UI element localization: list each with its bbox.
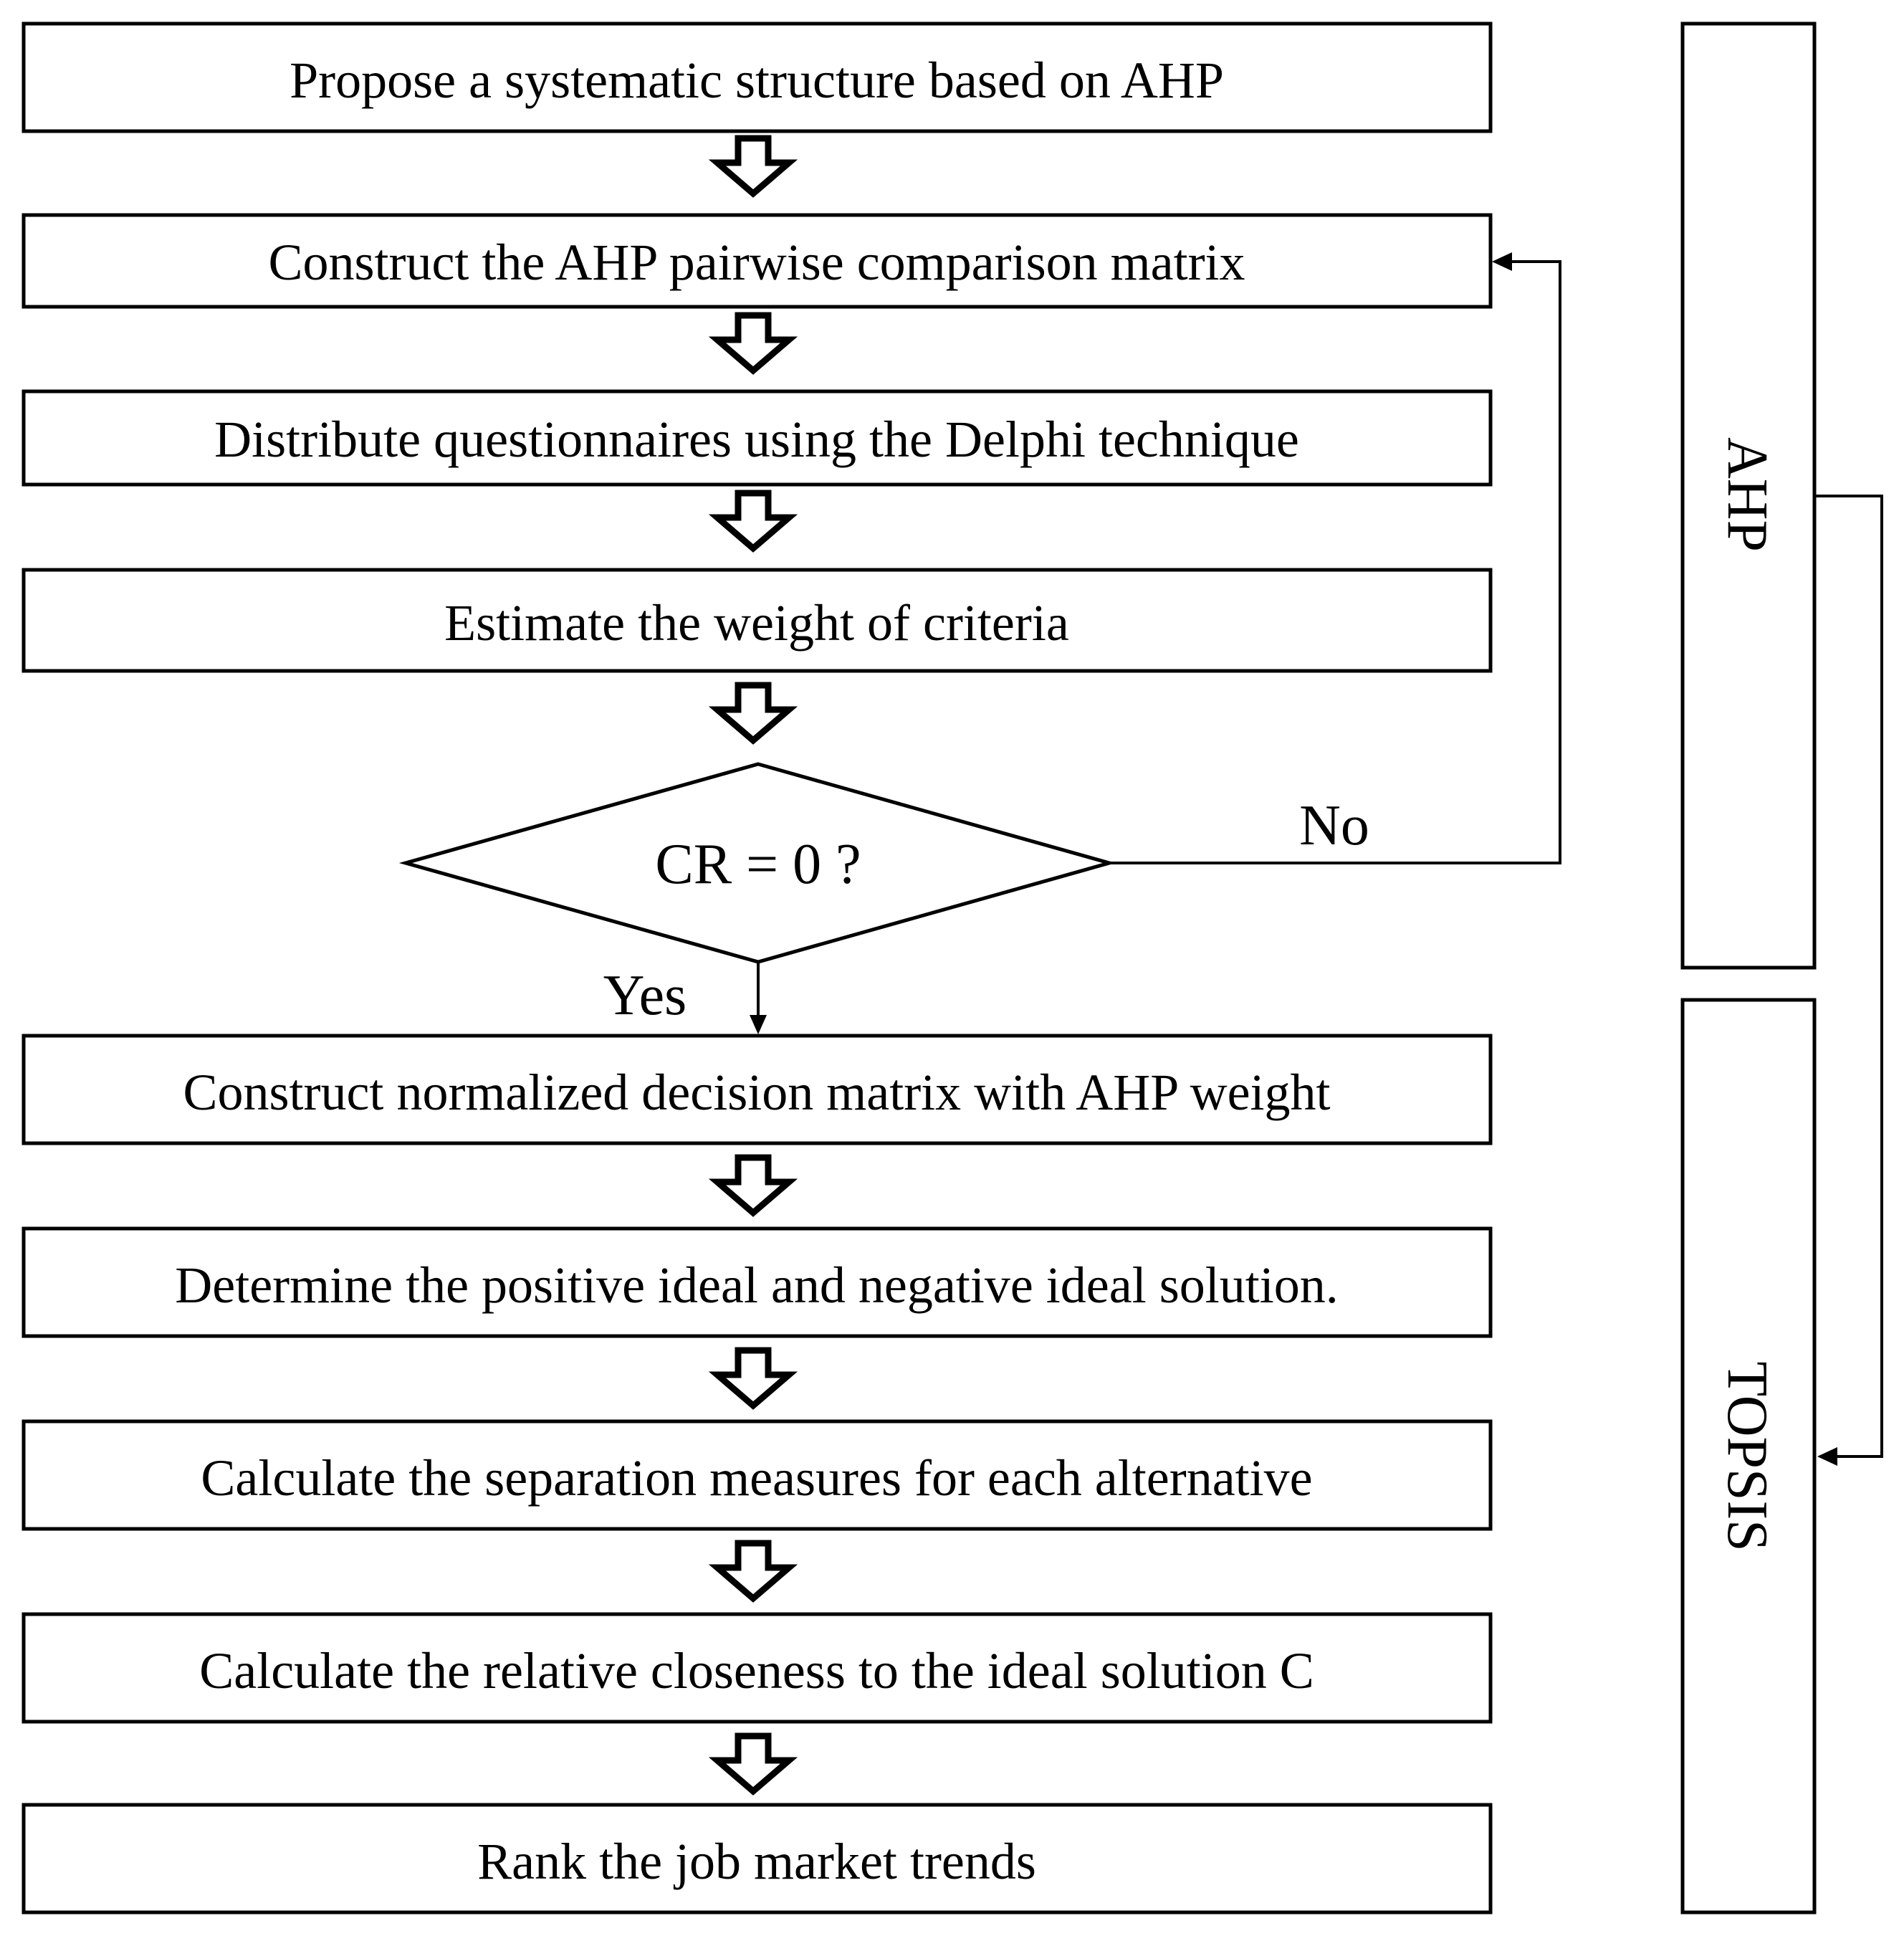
step-6-box: [21, 1226, 1493, 1338]
step-6-label: Determine the positive ideal and negativ…: [175, 1257, 1339, 1314]
decision: CR = 0 ?: [398, 762, 1116, 964]
phase-topsis: TOPSIS: [1680, 998, 1817, 1914]
step-9-box: [21, 1803, 1493, 1914]
down-arrow-8: [708, 1732, 798, 1796]
phase-topsis-box: [1680, 998, 1817, 1914]
step-6: Determine the positive ideal and negativ…: [21, 1226, 1493, 1338]
yes-arrowhead: [750, 1015, 767, 1034]
phase-arrowhead: [1817, 1447, 1837, 1466]
step-5-box: [21, 1034, 1493, 1145]
no-arrowhead: [1492, 252, 1512, 271]
phase-ahp: AHP: [1680, 22, 1817, 970]
step-9-label: Rank the job market trends: [477, 1833, 1036, 1890]
down-arrow-2: [708, 312, 798, 375]
step-2: Construct the AHP pairwise comparison ma…: [21, 213, 1493, 309]
down-arrow-5: [708, 1154, 798, 1217]
step-3-label: Distribute questionnaires using the Delp…: [214, 411, 1299, 468]
phase-connector: [1814, 495, 1883, 1458]
down-arrow-1: [708, 135, 798, 198]
decision-label: CR = 0 ?: [655, 833, 861, 896]
step-4-label: Estimate the weight of criteria: [444, 594, 1069, 652]
phase-topsis-label: TOPSIS: [1716, 1361, 1779, 1551]
down-arrow-6: [708, 1347, 798, 1410]
down-arrow-3: [708, 490, 798, 553]
step-1-label: Propose a systematic structure based on …: [290, 52, 1224, 109]
yes-label: Yes: [603, 964, 687, 1027]
step-3: Distribute questionnaires using the Delp…: [21, 389, 1493, 487]
phase-ahp-box: [1680, 22, 1817, 970]
step-5: Construct normalized decision matrix wit…: [21, 1034, 1493, 1145]
step-8: Calculate the relative closeness to the …: [21, 1612, 1493, 1724]
step-4-box: [21, 568, 1493, 673]
step-7-label: Calculate the separation measures for ea…: [201, 1449, 1312, 1507]
step-7-box: [21, 1419, 1493, 1531]
step-7: Calculate the separation measures for ea…: [21, 1419, 1493, 1531]
step-1: Propose a systematic structure based on …: [21, 22, 1493, 133]
step-5-label: Construct normalized decision matrix wit…: [183, 1064, 1330, 1121]
step-8-box: [21, 1612, 1493, 1724]
step-2-box: [21, 213, 1493, 309]
down-arrow-7: [708, 1540, 798, 1603]
step-9: Rank the job market trends: [21, 1803, 1493, 1914]
step-1-box: [21, 22, 1493, 133]
down-arrow-4: [708, 682, 798, 745]
step-3-box: [21, 389, 1493, 487]
step-2-label: Construct the AHP pairwise comparison ma…: [268, 234, 1245, 291]
step-4: Estimate the weight of criteria: [21, 568, 1493, 673]
phase-ahp-label: AHP: [1716, 437, 1779, 552]
no-connector: [1109, 260, 1561, 864]
step-8-label: Calculate the relative closeness to the …: [199, 1642, 1314, 1699]
no-label: No: [1299, 794, 1369, 857]
